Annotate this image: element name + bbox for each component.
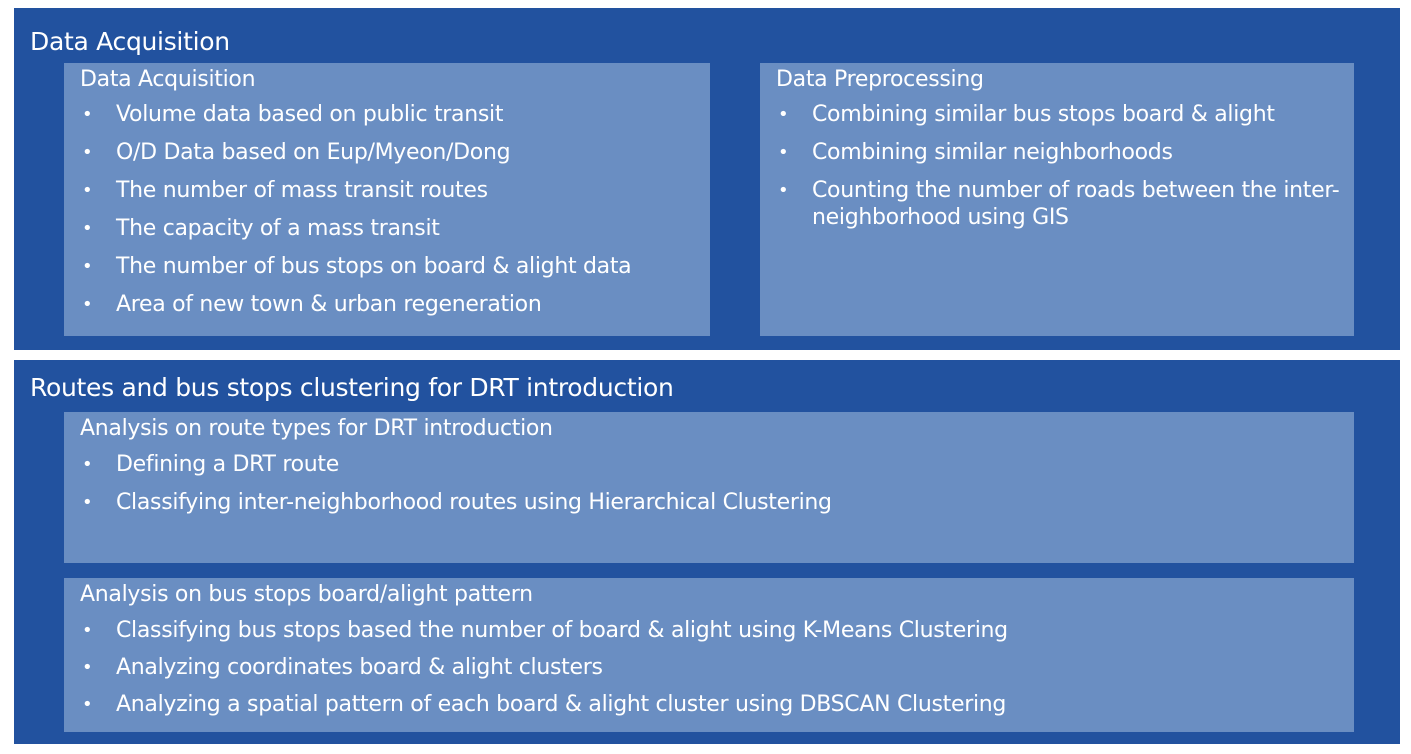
box-data-preprocessing: Data Preprocessing • Combining similar bu…: [760, 63, 1354, 336]
box-title: Analysis on bus stops board/alight patte…: [80, 582, 533, 607]
list-item: • The number of mass transit routes: [80, 177, 710, 204]
section-title: Routes and bus stops clustering for DRT …: [30, 373, 674, 402]
bullet-icon: •: [82, 142, 93, 163]
bullet-icon: •: [82, 492, 93, 513]
list-item: • Area of new town & urban regeneration: [80, 291, 710, 318]
bullet-list: • Classifying bus stops based the number …: [80, 617, 1354, 718]
list-item-text: Classifying inter-neighborhood routes us…: [116, 490, 832, 515]
list-item-text: Defining a DRT route: [116, 452, 339, 477]
bullet-icon: •: [82, 104, 93, 125]
bullet-icon: •: [82, 620, 93, 641]
bullet-icon: •: [778, 104, 789, 125]
list-item: • O/D Data based on Eup/Myeon/Dong: [80, 139, 710, 166]
list-item: • The number of bus stops on board & alig…: [80, 253, 710, 280]
list-item: • Defining a DRT route: [80, 451, 1354, 478]
box-data-acquisition: Data Acquisition • Volume data based on p…: [64, 63, 710, 336]
bullet-list: • Volume data based on public transit • O/…: [80, 101, 710, 318]
bullet-icon: •: [778, 142, 789, 163]
box-title: Data Acquisition: [80, 67, 256, 92]
section-routes-clustering: Routes and bus stops clustering for DRT …: [14, 360, 1400, 744]
list-item: • Analyzing a spatial pattern of each boa…: [80, 691, 1354, 718]
list-item-text: Counting the number of roads between the…: [812, 178, 1340, 230]
list-item: • The capacity of a mass transit: [80, 215, 710, 242]
list-item-text: Analyzing a spatial pattern of each boar…: [116, 692, 1007, 717]
list-item: • Combining similar bus stops board & ali…: [776, 101, 1354, 128]
bullet-icon: •: [82, 694, 93, 715]
list-item-text: The number of mass transit routes: [116, 178, 488, 203]
bullet-icon: •: [778, 180, 789, 201]
bullet-icon: •: [82, 256, 93, 277]
list-item-text: The capacity of a mass transit: [116, 216, 440, 241]
section-data-acquisition: Data Acquisition Data Acquisition • Volum…: [14, 8, 1400, 350]
list-item: • Volume data based on public transit: [80, 101, 710, 128]
bullet-icon: •: [82, 218, 93, 239]
bullet-list: • Defining a DRT route • Classifying inter…: [80, 451, 1354, 516]
list-item: • Analyzing coordinates board & alight cl…: [80, 654, 1354, 681]
list-item-text: Volume data based on public transit: [116, 102, 504, 127]
bullet-icon: •: [82, 294, 93, 315]
list-item-text: Analyzing coordinates board & alight clu…: [116, 655, 603, 680]
bullet-icon: •: [82, 657, 93, 678]
list-item: • Classifying bus stops based the number …: [80, 617, 1354, 644]
bullet-list: • Combining similar bus stops board & ali…: [776, 101, 1354, 231]
list-item-text: O/D Data based on Eup/Myeon/Dong: [116, 140, 511, 165]
list-item: • Combining similar neighborhoods: [776, 139, 1354, 166]
box-title: Data Preprocessing: [776, 67, 984, 92]
list-item-text: Classifying bus stops based the number o…: [116, 618, 1008, 643]
list-item-text: Combining similar neighborhoods: [812, 140, 1173, 165]
bullet-icon: •: [82, 454, 93, 475]
list-item-text: Combining similar bus stops board & alig…: [812, 102, 1275, 127]
list-item: • Classifying inter-neighborhood routes u…: [80, 489, 1354, 516]
bullet-icon: •: [82, 180, 93, 201]
box-route-types: Analysis on route types for DRT introduc…: [64, 412, 1354, 563]
list-item-text: Area of new town & urban regeneration: [116, 292, 542, 317]
box-title: Analysis on route types for DRT introduc…: [80, 416, 553, 441]
section-title: Data Acquisition: [30, 27, 230, 56]
list-item-text: The number of bus stops on board & aligh…: [116, 254, 632, 279]
box-bus-stop-pattern: Analysis on bus stops board/alight patte…: [64, 578, 1354, 732]
list-item: • Counting the number of roads between th…: [776, 177, 1354, 231]
